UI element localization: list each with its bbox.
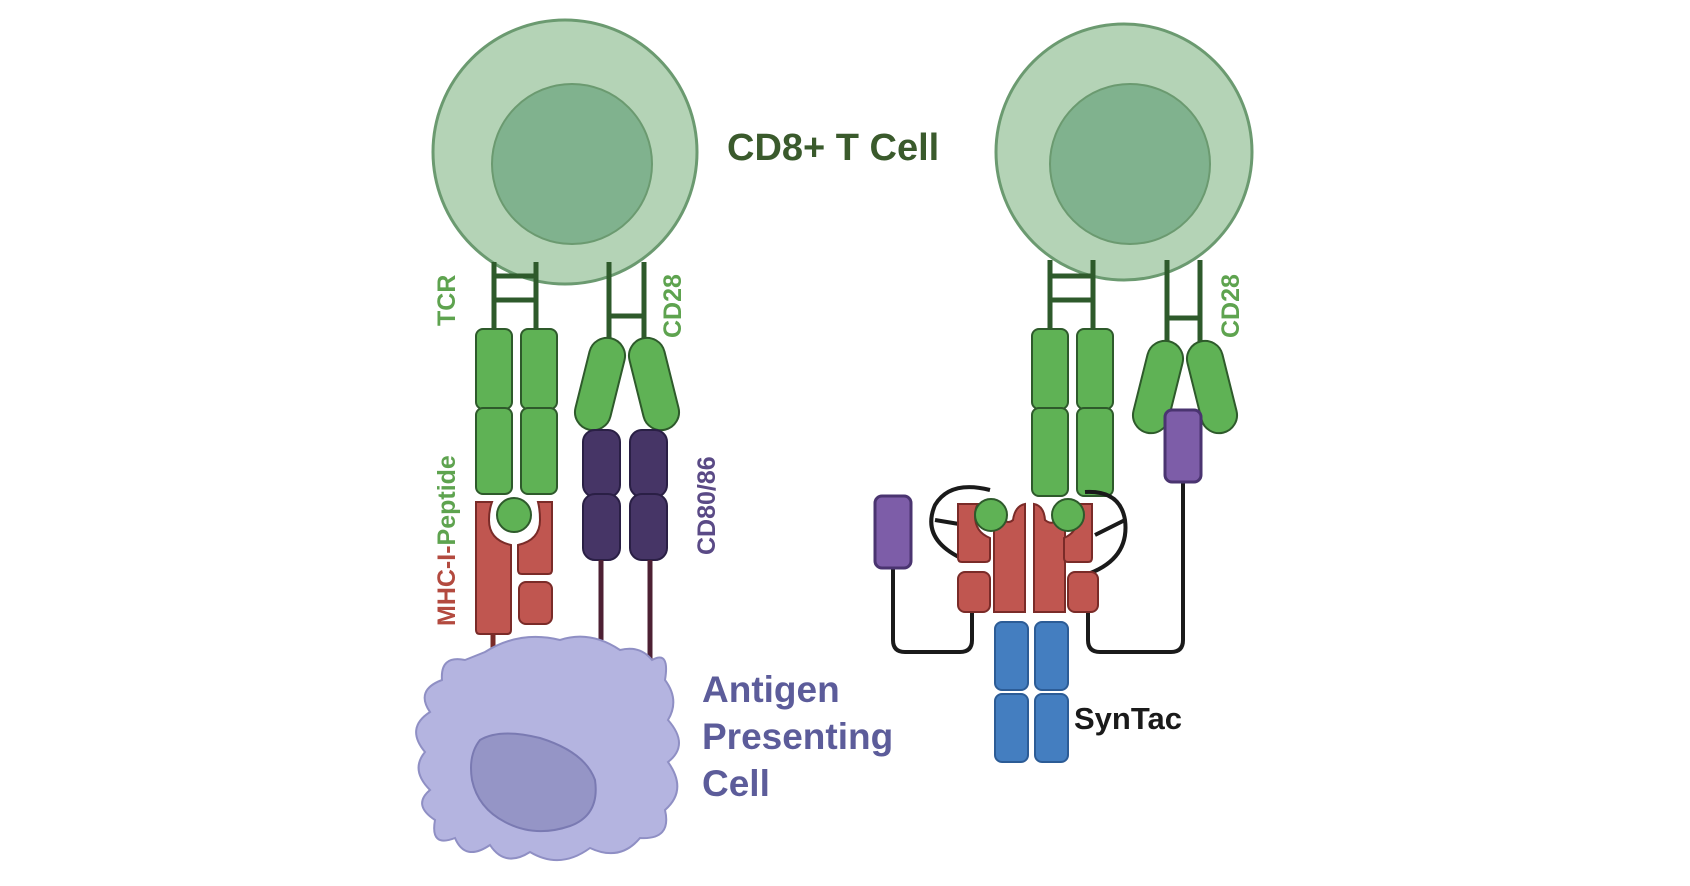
cd28-label-right: CD28 [1217, 274, 1245, 338]
t-cell-label: CD8+ T Cell [727, 127, 939, 169]
apc-label-line3: Cell [702, 763, 770, 804]
cd28-connector-left [606, 262, 647, 340]
cd28-label-left: CD28 [659, 274, 687, 338]
apc-label-line1: Antigen [702, 669, 840, 710]
right-panel: CD28 SynTac [873, 22, 1254, 763]
syntac-mhc [957, 502, 1099, 613]
cd28-connector-right [1164, 260, 1203, 345]
syntac-effector-domains [873, 408, 1203, 570]
tcr-connector-left [491, 262, 539, 332]
syntac-peptides [974, 498, 1085, 532]
tcr-right [1031, 328, 1114, 497]
cd80-86-label: CD80/86 [693, 456, 721, 555]
syntac-tethers [891, 482, 1185, 654]
tcr-left [475, 328, 558, 495]
cd28-left [573, 336, 681, 432]
peptide-label: Peptide [433, 455, 461, 545]
mhc-i-label: MHC-I- [433, 545, 461, 626]
cd28-right [1131, 339, 1239, 435]
apc-cell [415, 635, 680, 862]
syntac-label: SynTac [1074, 701, 1182, 736]
apc-label-line2: Presenting [702, 716, 893, 757]
t-cell-right [994, 22, 1254, 282]
syntac-fc [994, 621, 1069, 763]
left-panel: CD8+ T Cell TCR CD28 CD80/86 MHC-I-Pepti… [415, 18, 939, 862]
tcr-connector-right [1047, 260, 1096, 332]
tcr-label: TCR [433, 275, 461, 326]
mhc-peptide-label: MHC-I-Peptide [433, 455, 461, 626]
t-cell-left [431, 18, 699, 286]
mhc-i-left [475, 497, 553, 662]
cd80-86 [582, 429, 668, 561]
